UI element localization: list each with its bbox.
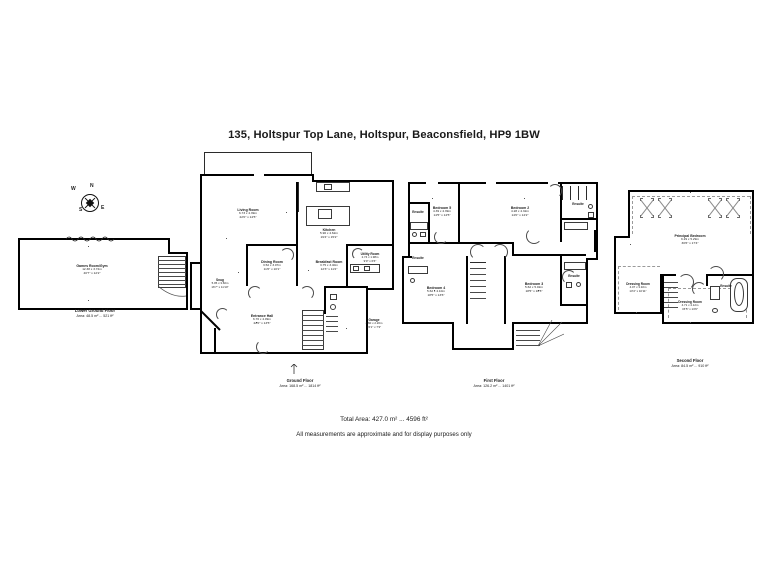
kitchen-sink-icon: [324, 184, 332, 190]
disclaimer-text: All measurements are approximate and for…: [296, 431, 472, 438]
floor-caption-ground: Ground Floor Area: 168.5 m² ... 1814 ft²: [279, 378, 321, 388]
wardrobe-unit-2: [658, 198, 672, 218]
door-swing-breakfast: [300, 286, 314, 300]
room-label-ensuite-4: Ensuite: [412, 256, 424, 260]
floor-caption-first: First Floor Area: 126.2 m² ... 1401 ft²: [473, 378, 515, 388]
utility-appliance-2: [364, 266, 370, 271]
ensuite-basin-2: [588, 204, 593, 209]
door-swing-landing-right: [492, 244, 508, 260]
door-swing-bed2: [526, 228, 542, 244]
compass-label-s: S: [79, 207, 83, 213]
compass-rose: N E S W: [70, 183, 110, 223]
wardrobe-unit-3: [708, 198, 722, 218]
room-label-bedroom-4: Bedroom 4 5.62 x 4.10m 18'5" x 13'6": [426, 286, 446, 298]
door-swing-living: [280, 248, 294, 262]
page-title: 135, Holtspur Top Lane, Holtspur, Beacon…: [228, 129, 540, 141]
wardrobe-unit-4: [726, 198, 740, 218]
plan-ground-floor: Living Room 6.73 x 4.39m 22'0" x 14'5" K…: [190, 152, 396, 364]
staircase-first-right: [516, 326, 540, 348]
door-swing-ensuite-top: [548, 184, 562, 198]
room-label-principal-bedroom: Principal Bedroom 9.29 x 5.29m 30'6" x 1…: [674, 234, 706, 246]
room-label-breakfast-room: Breakfast Room 3.75 x 3.40m 12'3" x 11'2…: [315, 260, 343, 272]
ensuite-bathtub-inner: [734, 282, 744, 306]
staircase-ground: [302, 310, 324, 350]
door-swing-entrance: [256, 340, 270, 354]
door-swing-ensuite-right: [562, 270, 576, 284]
floor-caption-second: Second Floor Area: 84.5 m² ... 910 ft²: [671, 358, 709, 368]
door-swing-utility: [352, 248, 364, 260]
ensuite-toilet-1: [412, 232, 417, 237]
room-label-ensuite-1: Ensuite: [412, 210, 424, 214]
room-label-bedroom-3: Bedroom 3 5.62 x 5.02m 18'5" x 16'5": [524, 282, 544, 294]
ensuite-shower-2: [588, 212, 594, 218]
room-label-ensuite-second: Ensuite: [720, 284, 732, 288]
total-area-text: Total Area: 427.0 m² ... 4596 ft²: [340, 416, 428, 423]
room-label-entrance-hall: Entrance Hall 6.70 x 4.09m 22'0" x 13'5": [250, 314, 274, 326]
stair-winder-first: [538, 320, 564, 347]
door-swing-snug: [216, 308, 229, 321]
compass-star-icon: [81, 194, 99, 212]
door-swing-principal: [678, 274, 694, 290]
room-label-garage: Garage 4.60 x 2.20m 15'1" x 7'3": [365, 318, 383, 329]
room-label-living-room: Living Room 6.73 x 4.39m 22'0" x 14'5": [237, 208, 259, 220]
room-label-bedroom-5: Bedroom 5 4.39 x 4.39m 14'5" x 14'5": [432, 206, 452, 218]
plan-first-floor: Bedroom 5 4.39 x 4.39m 14'5" x 14'5" Bed…: [402, 170, 600, 366]
door-swing-bed5: [434, 230, 448, 244]
door-swing-dressing-2: [692, 282, 706, 296]
room-label-bedroom-2: Bedroom 2 4.28 x 4.32m 14'0" x 14'2": [510, 206, 530, 218]
stair-curve-lower-ground: [158, 286, 186, 297]
compass-label-e: E: [101, 205, 105, 211]
staircase-ground-secondary: [326, 312, 338, 342]
room-label-games-room-gym: Games Room/Gym 12.38 x 3.72m 40'7" x 12'…: [76, 264, 108, 276]
room-label-ensuite-3: Ensuite: [568, 274, 580, 278]
room-label-dressing-room-1: Dressing Room 4.07 x 3.32m 13'4" x 10'11…: [626, 282, 650, 293]
room-label-snug: Snug 5.05 x 3.60m 16'7" x 11'10": [211, 278, 229, 289]
ensuite-bath-1: [410, 222, 428, 230]
ensuite-basin-icon: [712, 308, 718, 313]
utility-appliance-1: [353, 266, 359, 271]
plan-second-floor: Principal Bedroom 9.29 x 5.29m 30'6" x 1…: [614, 178, 756, 348]
kitchen-hob-icon: [318, 209, 332, 219]
floor-caption-lower-ground: Lower Ground Floor Area: 48.5 m² ... 521…: [74, 308, 116, 318]
staircase-first-left: [470, 262, 486, 304]
wc-basin-icon: [330, 294, 337, 300]
ensuite-bath-3: [564, 262, 586, 270]
plan-lower-ground-floor: Games Room/Gym 12.38 x 3.72m 40'7" x 12'…: [18, 236, 188, 310]
room-label-dressing-room-2: Dressing Room 4.71 x 4.12m 15'5" x 13'6": [678, 300, 702, 311]
door-swing-ensuite-second: [708, 266, 724, 282]
wardrobe-unit-1: [640, 198, 654, 218]
ensuite-basin-3: [576, 282, 581, 287]
staircase-lower-ground: [158, 256, 186, 288]
staircase-second: [664, 278, 678, 314]
hall-splay-wall: [200, 310, 221, 331]
ensuite-shower-enclosure: [710, 286, 720, 300]
room-label-utility-room: Utility Room 2.74 x 1.98m 9'0" x 6'6": [360, 252, 380, 263]
ensuite-bath-4: [408, 266, 428, 274]
ensuite-toilet-4: [410, 278, 415, 283]
wc-toilet-icon: [330, 304, 336, 310]
room-label-dining-room: Dining Room 3.52 x 3.07m 11'6" x 10'1": [261, 260, 283, 272]
compass-label-w: W: [71, 186, 76, 192]
stair-direction-arrow-icon: [290, 364, 298, 374]
door-swing-landing-left: [470, 244, 486, 260]
compass-label-n: N: [90, 183, 94, 189]
ensuite-basin-1: [420, 232, 426, 237]
door-swing-dining: [248, 286, 262, 300]
kitchen-counter-top: [316, 182, 350, 192]
ensuite-bath-2: [564, 222, 588, 230]
glazing-squiggle-icon: [66, 236, 115, 242]
room-label-kitchen: Kitchen 5.90 x 4.62m 19'4" x 15'2": [320, 228, 338, 240]
room-label-ensuite-2: Ensuite: [572, 202, 584, 206]
